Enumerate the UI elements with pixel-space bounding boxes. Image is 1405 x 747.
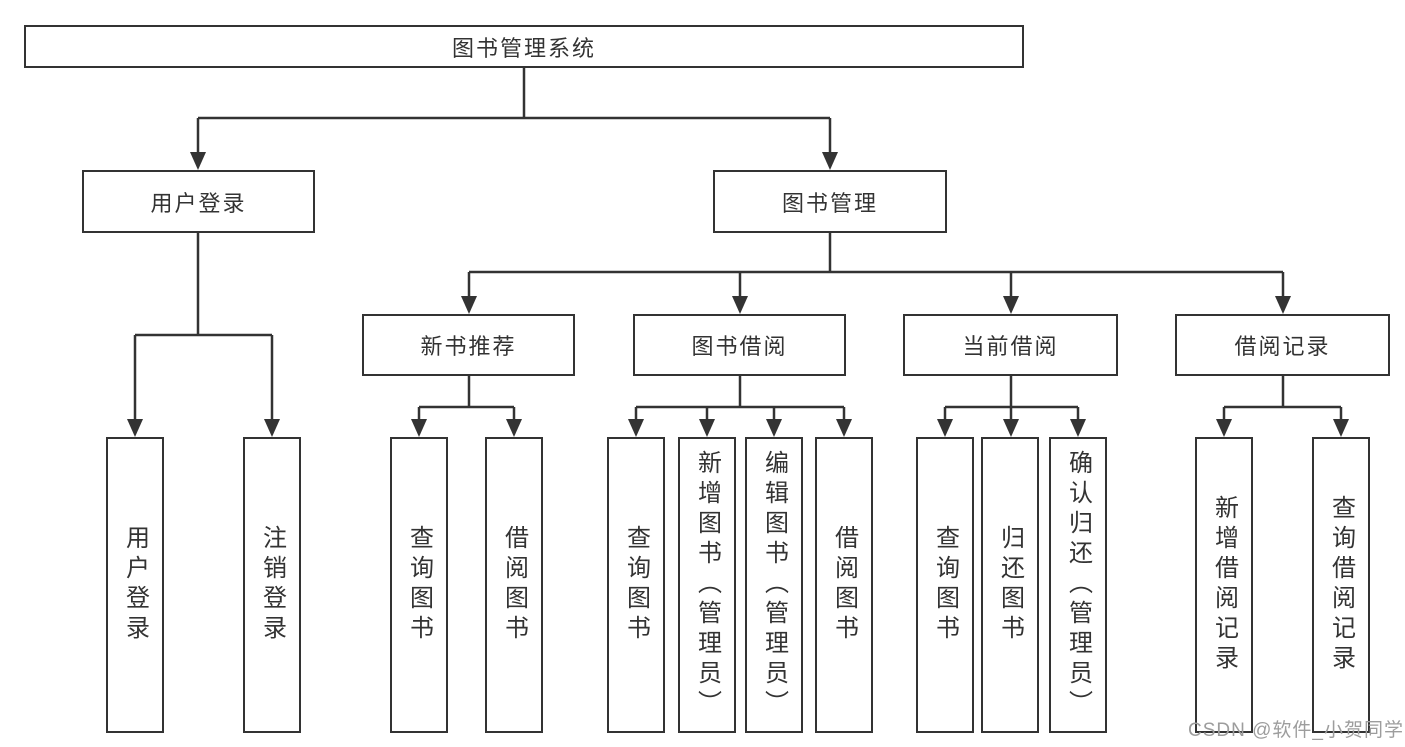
node-user-login-label: 用户登录: [150, 190, 247, 216]
leaf-add-borrow-record-label: 新增借阅记录: [1210, 495, 1238, 675]
leaf-query-borrow-record-label: 查询借阅记录: [1327, 495, 1355, 675]
leaf-return-book: 归还图书: [981, 437, 1039, 733]
leaf-logout-label: 注销登录: [258, 525, 286, 645]
leaf-borrow-books: 借阅图书: [815, 437, 873, 733]
node-new-book-recommend-label: 新书推荐: [420, 334, 517, 359]
leaf-confirm-return-admin: 确认归还（管理员）: [1049, 437, 1107, 733]
leaf-return-book-label: 归还图书: [996, 525, 1024, 645]
leaf-query-books-borrow: 查询图书: [607, 437, 665, 733]
node-book-management: 图书管理: [713, 170, 947, 233]
leaf-user-login: 用户登录: [106, 437, 164, 733]
leaf-query-books-current: 查询图书: [916, 437, 974, 733]
node-new-book-recommend: 新书推荐: [362, 314, 575, 376]
leaf-query-books-recommend-label: 查询图书: [405, 525, 433, 645]
leaf-query-borrow-record: 查询借阅记录: [1312, 437, 1370, 733]
node-book-borrow-label: 图书借阅: [691, 334, 788, 359]
leaf-borrow-books-label: 借阅图书: [830, 525, 858, 645]
leaf-borrow-books-recommend: 借阅图书: [485, 437, 543, 733]
leaf-user-login-label: 用户登录: [121, 525, 149, 645]
node-book-management-label: 图书管理: [781, 190, 878, 216]
leaf-edit-book-admin-label: 编辑图书（管理员）: [760, 450, 788, 720]
leaf-confirm-return-admin-label: 确认归还（管理员）: [1064, 450, 1092, 720]
leaf-add-book-admin-label: 新增图书（管理员）: [693, 450, 721, 720]
node-current-borrow: 当前借阅: [903, 314, 1118, 376]
leaf-query-books-recommend: 查询图书: [390, 437, 448, 733]
leaf-logout: 注销登录: [243, 437, 301, 733]
node-borrow-records-label: 借阅记录: [1234, 334, 1331, 359]
leaf-add-borrow-record: 新增借阅记录: [1195, 437, 1253, 733]
node-user-login: 用户登录: [82, 170, 315, 233]
leaf-query-books-borrow-label: 查询图书: [622, 525, 650, 645]
leaf-add-book-admin: 新增图书（管理员）: [678, 437, 736, 733]
leaf-edit-book-admin: 编辑图书（管理员）: [745, 437, 803, 733]
leaf-query-books-current-label: 查询图书: [931, 525, 959, 645]
node-book-borrow: 图书借阅: [633, 314, 846, 376]
leaf-borrow-books-recommend-label: 借阅图书: [500, 525, 528, 645]
node-current-borrow-label: 当前借阅: [962, 334, 1059, 359]
node-library-system: 图书管理系统: [24, 25, 1024, 68]
arrowheads: [127, 152, 1349, 437]
node-library-system-label: 图书管理系统: [451, 35, 596, 61]
node-borrow-records: 借阅记录: [1175, 314, 1390, 376]
watermark: CSDN @软件_小贺同学: [1188, 720, 1404, 741]
